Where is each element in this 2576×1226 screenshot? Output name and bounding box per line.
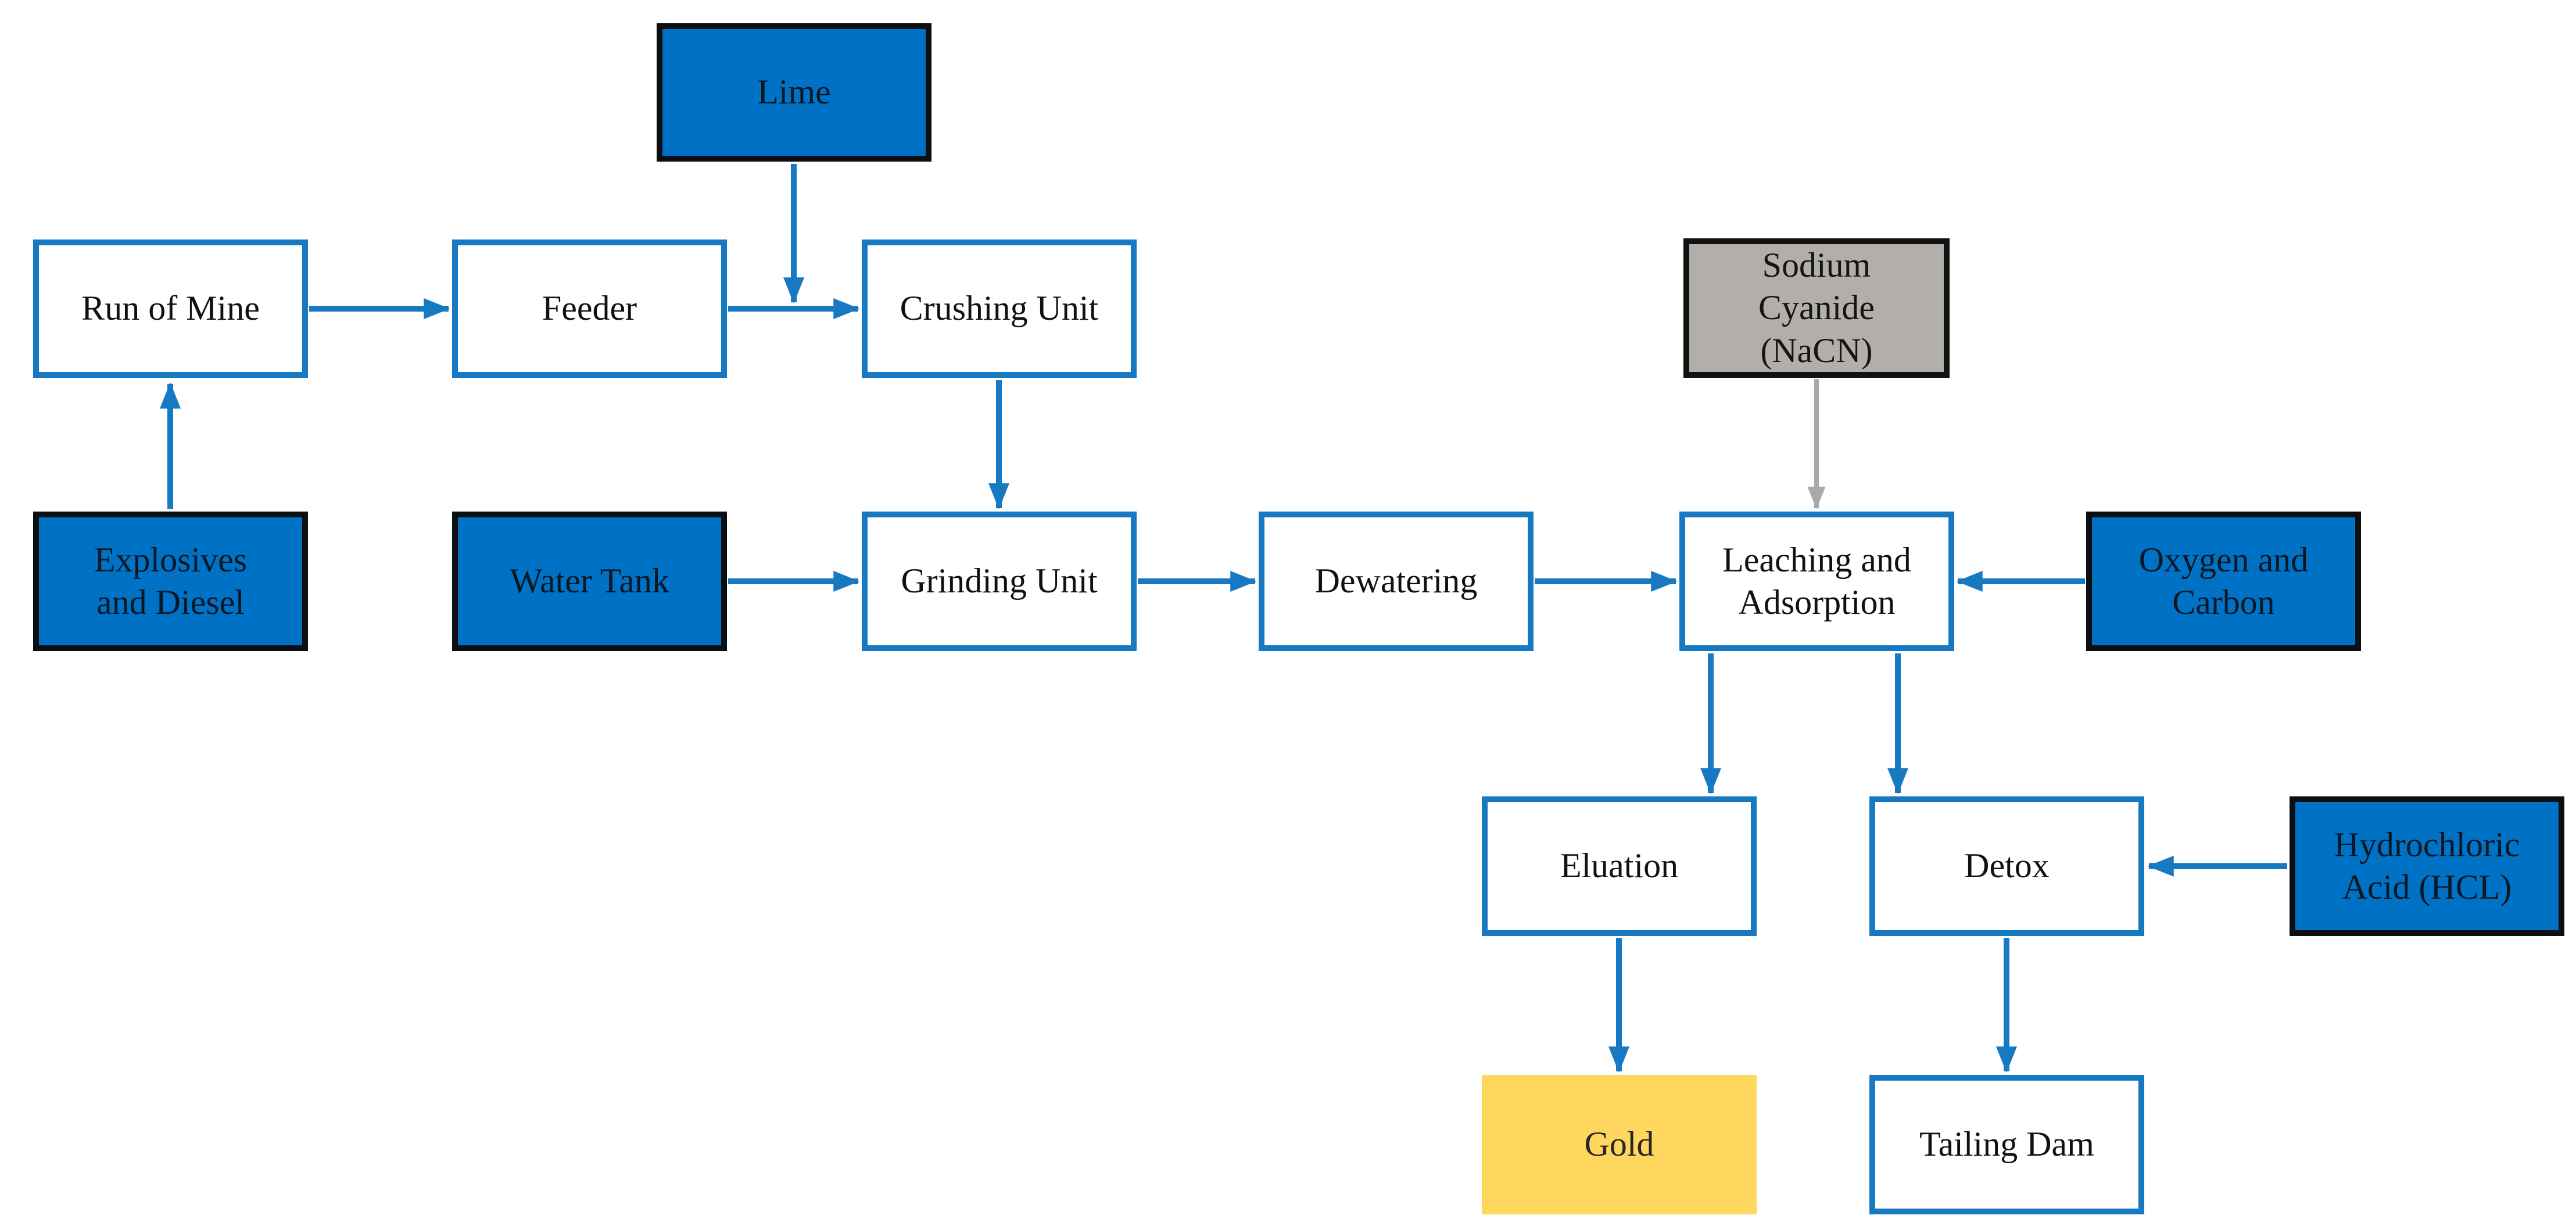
node-explosives-diesel-label: Explosives and Diesel (94, 540, 248, 621)
node-grinding-unit: Grinding Unit (862, 512, 1137, 651)
node-lime: Lime (657, 23, 931, 162)
node-sodium-cyanide: Sodium Cyanide (NaCN) (1683, 238, 1950, 378)
node-run-of-mine-label: Run of Mine (81, 289, 260, 328)
node-gold: Gold (1482, 1075, 1757, 1214)
node-detox-label: Detox (1964, 846, 2050, 885)
node-gold-label: Gold (1584, 1125, 1654, 1164)
node-leaching-adsorption: Leaching and Adsorption (1679, 512, 1954, 651)
node-oxygen-carbon: Oxygen and Carbon (2086, 512, 2361, 651)
node-dewatering-label: Dewatering (1314, 562, 1478, 601)
node-tailing-dam-label: Tailing Dam (1919, 1125, 2094, 1164)
node-feeder-label: Feeder (542, 289, 637, 328)
node-sodium-cyanide-label: Sodium Cyanide (NaCN) (1758, 246, 1875, 370)
node-eluation-label: Eluation (1560, 846, 1679, 885)
node-lime-label: Lime (757, 73, 831, 112)
node-dewatering: Dewatering (1259, 512, 1534, 651)
node-water-tank-label: Water Tank (510, 562, 669, 601)
node-oxygen-carbon-label: Oxygen and Carbon (2138, 540, 2309, 621)
node-leaching-adsorption-label: Leaching and Adsorption (1722, 540, 1911, 621)
node-tailing-dam: Tailing Dam (1869, 1075, 2144, 1214)
node-hydrochloric-acid-label: Hydrochloric Acid (HCL) (2334, 825, 2520, 906)
node-feeder: Feeder (452, 240, 727, 378)
node-crushing-unit: Crushing Unit (862, 240, 1137, 378)
node-eluation: Eluation (1482, 796, 1757, 936)
node-water-tank: Water Tank (452, 512, 727, 651)
node-crushing-unit-label: Crushing Unit (900, 289, 1099, 328)
node-detox: Detox (1869, 796, 2144, 936)
node-hydrochloric-acid: Hydrochloric Acid (HCL) (2290, 796, 2564, 936)
node-grinding-unit-label: Grinding Unit (901, 562, 1098, 601)
node-explosives-diesel: Explosives and Diesel (33, 512, 308, 651)
node-run-of-mine: Run of Mine (33, 240, 308, 378)
